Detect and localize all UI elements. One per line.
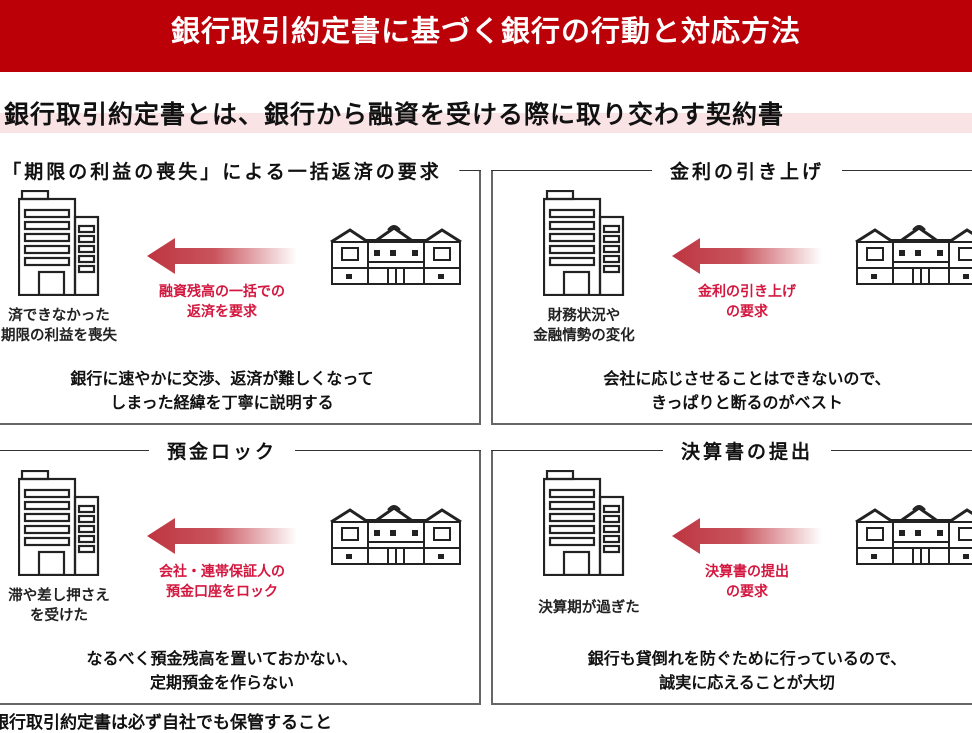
panel-title: 金利の引き上げ	[651, 157, 843, 184]
bank-request: 決算書の提出の要求	[705, 562, 789, 602]
company-situation: 済できなかった期限の利益を喪失	[1, 306, 117, 346]
panel-title: 預金ロック	[148, 437, 296, 464]
panel-title: 「期限の利益の喪失」による一括返済の要求	[0, 157, 460, 184]
caption-line: 期限の利益を喪失	[1, 328, 117, 344]
request-line: の要求	[726, 304, 768, 320]
bank-request: 会社・連帯保証人の預金口座をロック	[159, 562, 285, 602]
advice-line: 会社に応じさせることはできないので、	[603, 369, 891, 388]
caption-line: 金融情勢の変化	[533, 328, 635, 344]
left-arrow-icon	[147, 238, 297, 274]
request-line: 決算書の提出	[705, 564, 789, 580]
caption-line: 済できなかった	[8, 308, 110, 324]
header-banner: 銀行取引約定書に基づく銀行の行動と対応方法	[0, 0, 972, 72]
response-advice: 会社に応じさせることはできないので、きっぱりと断るのがベスト	[603, 367, 890, 415]
advice-line: しまった経緯を丁寧に説明する	[110, 393, 334, 412]
advice-line: 銀行も貸倒れを防ぐために行っているので、	[587, 649, 907, 668]
bank-request: 融資残高の一括での返済を要求	[159, 282, 285, 322]
bank-request: 金利の引き上げの要求	[698, 282, 796, 322]
response-advice: 銀行に速やかに交渉、返済が難しくなってしまった経緯を丁寧に説明する	[70, 367, 373, 415]
request-line: 金利の引き上げ	[698, 284, 796, 300]
scenario-panel: 金利の引き上げ 財務状況や金融情勢の変化 金利の引き上げの要求 会社に応じさせる…	[491, 157, 972, 425]
caption-line: 決算期が過ぎた	[538, 600, 640, 616]
page-title: 銀行取引約定書に基づく銀行の行動と対応方法	[170, 14, 801, 48]
response-advice: なるべく預金残高を置いておかない、定期預金を作らない	[86, 647, 357, 695]
left-arrow-icon	[672, 238, 822, 274]
company-building-icon	[17, 469, 100, 577]
request-line: 預金口座をロック	[166, 584, 278, 600]
response-advice: 銀行も貸倒れを防ぐために行っているので、誠実に応えることが大切	[588, 647, 907, 695]
company-situation: 決算期が過ぎた	[538, 598, 640, 618]
scenario-panel: 決算書の提出 決算期が過ぎた 決算書の提出の要求 銀行も貸倒れを防ぐために行って…	[491, 437, 972, 705]
company-building-icon	[542, 469, 625, 577]
scenario-panel: 預金ロック 滞や差し押さえを受けた 会社・連帯保証人の預金口座をロック なるべく…	[0, 437, 481, 705]
panel-title: 決算書の提出	[662, 437, 832, 464]
advice-line: 銀行に速やかに交渉、返済が難しくなって	[70, 369, 374, 388]
company-building-icon	[17, 189, 100, 297]
bank-building-icon	[855, 220, 972, 286]
caption-line: を受けた	[30, 608, 88, 624]
bank-building-icon	[855, 500, 972, 566]
request-line: 返済を要求	[187, 304, 257, 320]
subtitle-highlight	[0, 113, 972, 133]
advice-line: 誠実に応えることが大切	[659, 673, 835, 692]
request-line: 融資残高の一括での	[159, 284, 285, 300]
scenario-panel: 「期限の利益の喪失」による一括返済の要求 済できなかった期限の利益を喪失 融資残…	[0, 157, 481, 425]
caption-line: 財務状況や	[547, 308, 621, 324]
left-arrow-icon	[672, 518, 822, 554]
left-arrow-icon	[147, 518, 297, 554]
request-line: の要求	[726, 584, 768, 600]
company-situation: 滞や差し押さえを受けた	[8, 586, 110, 626]
company-building-icon	[542, 189, 625, 297]
bank-building-icon	[330, 220, 462, 286]
request-line: 会社・連帯保証人の	[159, 564, 285, 580]
subtitle: 銀行取引約定書とは、銀行から融資を受ける際に取り交わす契約書	[4, 100, 785, 129]
advice-line: なるべく預金残高を置いておかない、	[86, 649, 358, 668]
bank-building-icon	[330, 500, 462, 566]
advice-line: きっぱりと断るのがベスト	[651, 393, 843, 412]
company-situation: 財務状況や金融情勢の変化	[533, 306, 635, 346]
advice-line: 定期預金を作らない	[149, 673, 295, 692]
caption-line: 滞や差し押さえ	[8, 588, 110, 604]
footer-note: 銀行取引約定書は必ず自社でも保管すること	[0, 713, 332, 733]
